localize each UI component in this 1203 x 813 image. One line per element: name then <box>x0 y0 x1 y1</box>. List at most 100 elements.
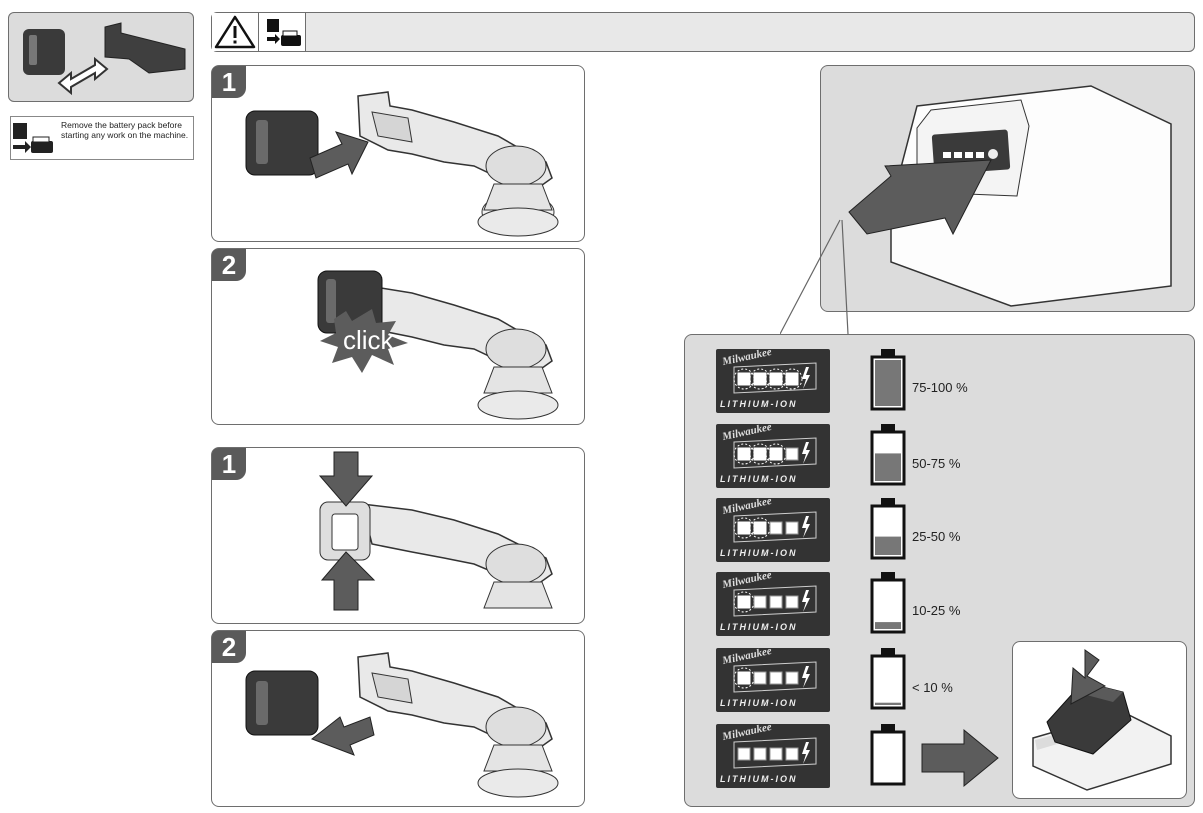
led-lit <box>753 521 767 535</box>
polisher-body <box>361 284 559 420</box>
insert-battery-illustration <box>245 91 559 237</box>
battery-fill <box>875 453 901 481</box>
lightning-icon <box>802 590 810 612</box>
battery-level-icon <box>870 572 906 634</box>
led-off <box>769 671 783 685</box>
battery-level-icon <box>870 424 906 486</box>
led-off <box>785 521 799 535</box>
led-indicator-row <box>733 661 817 693</box>
led-off <box>753 747 767 761</box>
lithium-ion-label: LITHIUM-ION <box>720 548 798 558</box>
lightning-icon <box>802 442 810 464</box>
insert-step-2-panel: 2 click <box>211 248 585 425</box>
warning-icon <box>212 13 259 51</box>
led-off <box>785 747 799 761</box>
battery-fill <box>875 536 901 555</box>
step-number: 2 <box>212 631 246 663</box>
insert-arrow <box>1070 649 1107 705</box>
click-burst <box>320 309 408 373</box>
lithium-ion-label: LITHIUM-ION <box>720 698 798 708</box>
led-off <box>769 747 783 761</box>
charger-panel <box>1012 641 1187 799</box>
battery-closeup-panel <box>820 65 1195 312</box>
battery-fill <box>875 702 901 705</box>
polisher-body <box>357 652 559 798</box>
led-lit <box>737 521 751 535</box>
led-indicator-row <box>733 585 817 617</box>
battery-pack <box>245 670 319 736</box>
battery-fuel-gauge-illustration <box>848 85 1172 307</box>
led-lit <box>737 595 751 609</box>
safety-note-text: Remove the battery pack before starting … <box>61 120 189 140</box>
led-lit <box>769 372 783 386</box>
remove-step-2-panel: 2 <box>211 630 585 807</box>
led-lit <box>769 447 783 461</box>
led-off <box>785 595 799 609</box>
charge-level-label: 50-75 % <box>912 456 961 471</box>
lightning-icon <box>802 367 810 389</box>
lithium-ion-label: LITHIUM-ION <box>720 474 798 484</box>
press-release-illustration <box>318 451 553 611</box>
led-off <box>737 747 751 761</box>
lightning-icon <box>802 516 810 538</box>
led-lit <box>737 671 751 685</box>
battery-attached-illustration <box>317 270 559 420</box>
charge-level-label: 25-50 % <box>912 529 961 544</box>
charge-level-label: < 10 % <box>912 680 953 695</box>
led-indicator-row <box>733 362 817 394</box>
battery-pack <box>319 501 371 561</box>
led-lit <box>753 372 767 386</box>
click-caption: click <box>343 325 394 355</box>
led-lit <box>785 372 799 386</box>
insert-step-1-panel: 1 <box>211 65 585 242</box>
step-number: 1 <box>212 448 246 480</box>
led-indicator-row <box>733 437 817 469</box>
remove-battery-illustration <box>245 652 559 798</box>
battery-level-icon <box>870 724 906 786</box>
lithium-ion-label: LITHIUM-ION <box>720 774 798 784</box>
step-number: 1 <box>212 66 246 98</box>
led-indicator-row <box>733 737 817 769</box>
led-lit <box>753 447 767 461</box>
overview-thumbnail <box>8 12 194 102</box>
led-indicator-row <box>733 511 817 543</box>
polisher-body <box>361 503 553 609</box>
battery-level-icon <box>870 349 906 411</box>
remove-step-1-panel: 1 <box>211 447 585 624</box>
led-off <box>785 447 799 461</box>
pointer-arrow <box>848 159 992 236</box>
battery-pack <box>245 110 319 176</box>
battery-level-icon <box>870 498 906 560</box>
led-off <box>753 595 767 609</box>
led-off <box>785 671 799 685</box>
battery-swap-illustration <box>23 22 186 96</box>
battery-fill <box>875 360 901 406</box>
led-lit <box>737 447 751 461</box>
lightning-icon <box>802 742 810 764</box>
press-arrow-up <box>320 551 376 611</box>
led-off <box>753 671 767 685</box>
lithium-ion-label: LITHIUM-ION <box>720 622 798 632</box>
lithium-ion-label: LITHIUM-ION <box>720 399 798 409</box>
polisher-body <box>357 91 559 237</box>
led-off <box>769 595 783 609</box>
arrow-to-charger <box>921 728 999 788</box>
charge-level-label: 75-100 % <box>912 380 968 395</box>
battery-removal-icon <box>13 123 53 153</box>
fuel-gauge-leds <box>943 152 984 158</box>
charger-illustration <box>1032 649 1172 791</box>
charge-level-label: 10-25 % <box>912 603 961 618</box>
led-off <box>769 521 783 535</box>
callout-connector <box>780 219 849 335</box>
battery-fill <box>875 622 901 629</box>
warning-header-bar <box>211 12 1195 52</box>
press-arrow-down <box>318 451 374 507</box>
lightning-icon <box>802 666 810 688</box>
step-number: 2 <box>212 249 246 281</box>
